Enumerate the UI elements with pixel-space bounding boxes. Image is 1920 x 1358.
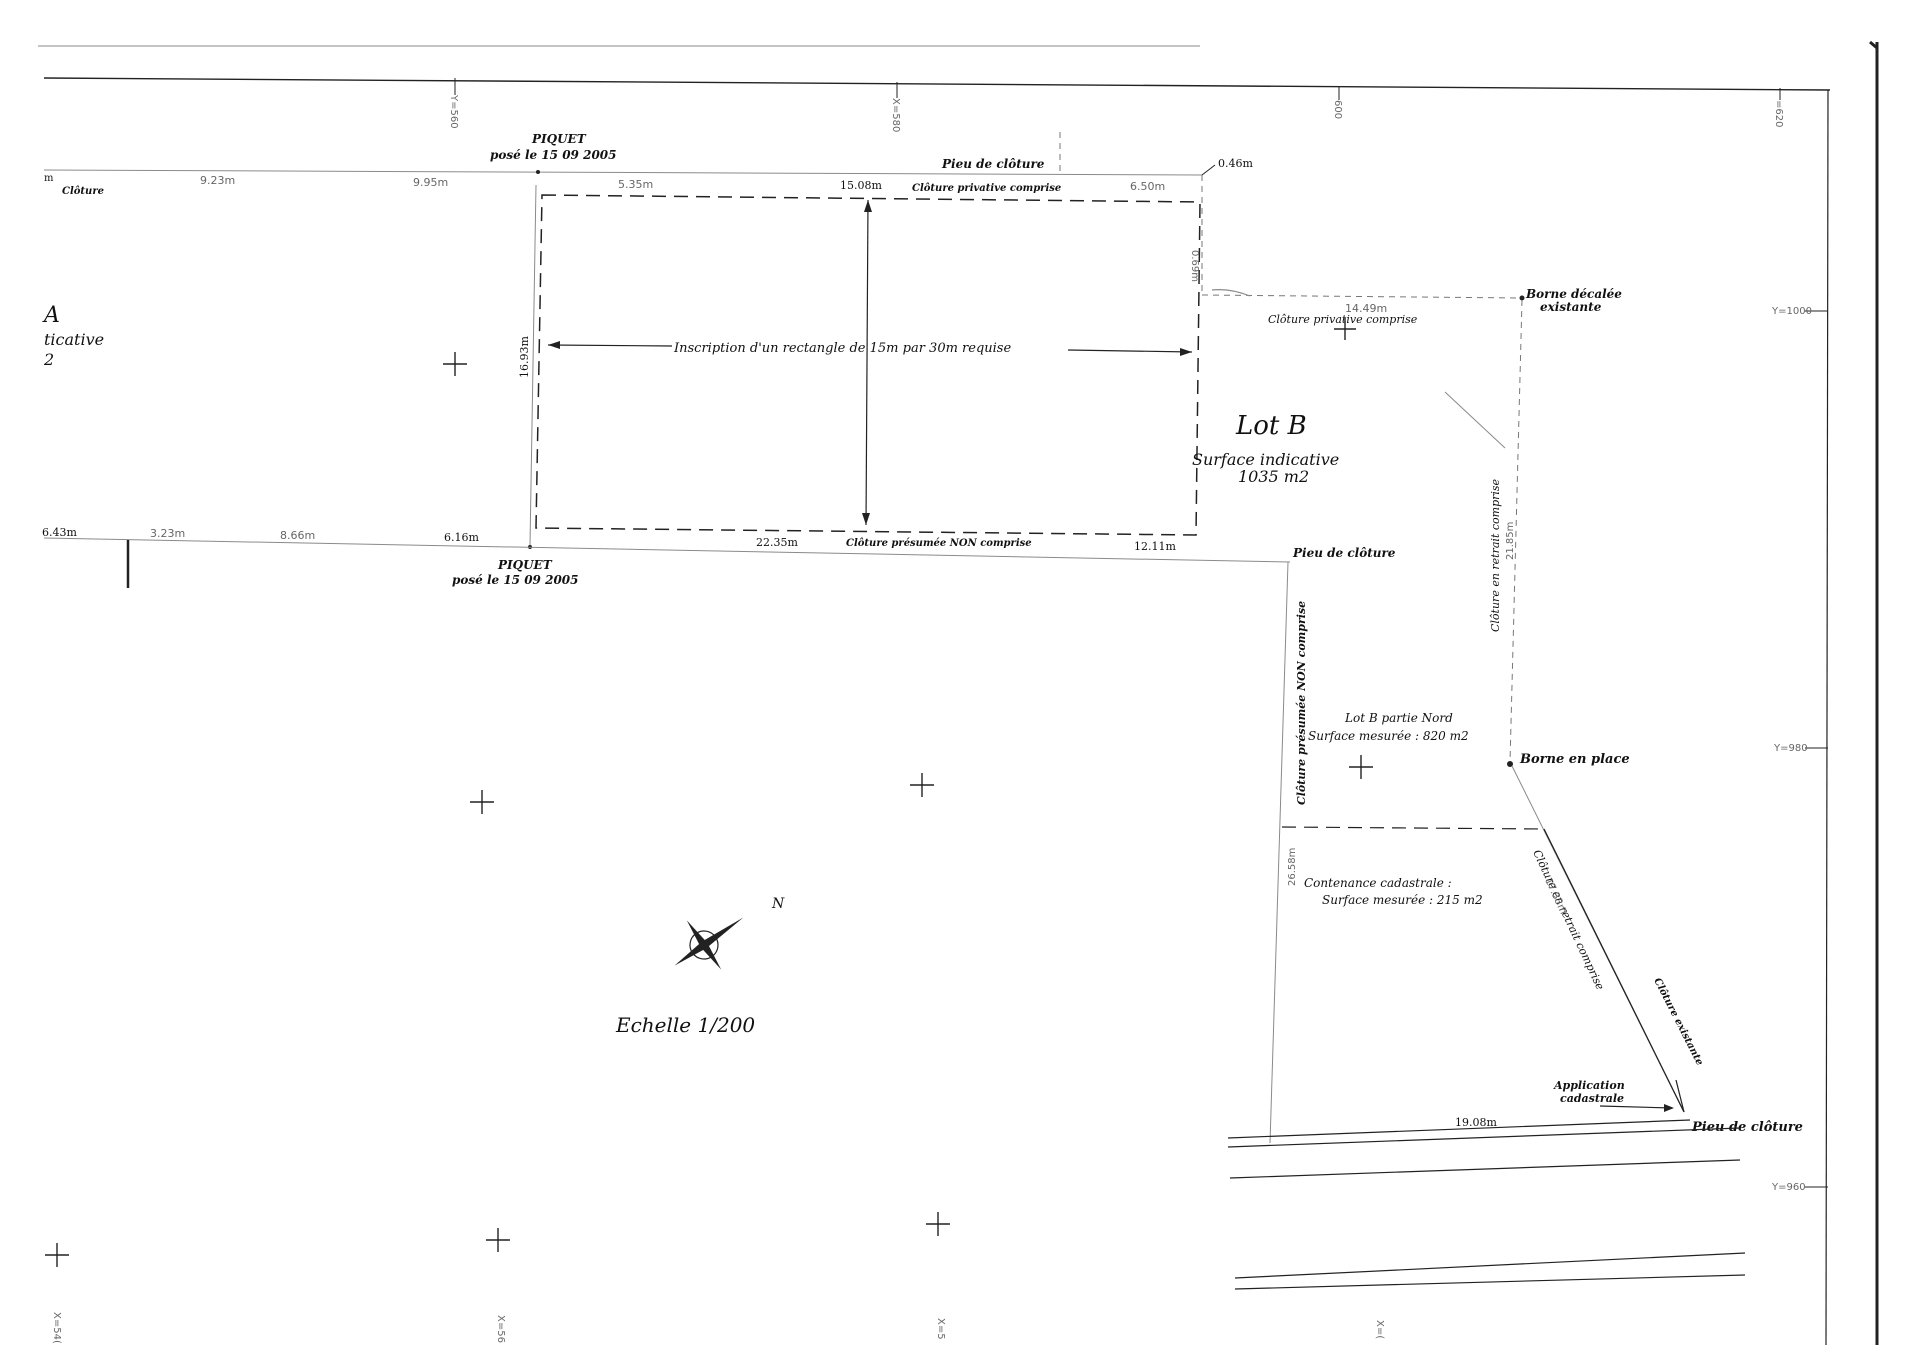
compass-north-label: N bbox=[771, 896, 785, 912]
piquet-south-date: posé le 15 09 2005 bbox=[452, 573, 579, 587]
grid-label-right-1: Y=1000 bbox=[1771, 306, 1812, 317]
west-side-line bbox=[1269, 561, 1289, 1144]
south-boundary-line bbox=[43, 537, 1291, 563]
grid-label-top-4: =620 bbox=[1773, 100, 1784, 127]
scale-label: Echelle 1/200 bbox=[615, 1013, 755, 1037]
east-step-dim-1: 0.69m bbox=[1189, 250, 1200, 282]
grid-label-bottom-3: X=5 bbox=[935, 1318, 946, 1340]
north-dim-1: 9.23m bbox=[200, 174, 235, 187]
lot-a-letter: A bbox=[42, 303, 60, 328]
east-step-cloture-label: Clôture privative comprise bbox=[1268, 313, 1418, 326]
lot-b-surface-value: 1035 m2 bbox=[1238, 467, 1309, 486]
grid-crosshairs bbox=[45, 318, 1373, 1267]
east-step-curve bbox=[1211, 289, 1251, 297]
rectangle-arrows bbox=[547, 199, 1193, 526]
south-east-retrait-lower: Clôture en retrait comprise bbox=[1530, 848, 1607, 993]
north-pieu-label: Pieu de clôture bbox=[941, 157, 1045, 171]
north-corner-dim: 0.46m bbox=[1218, 157, 1253, 170]
application-arrow bbox=[1599, 1105, 1673, 1109]
rectangle-height-dim: 16.93m bbox=[518, 336, 531, 378]
piquet-north-date: posé le 15 09 2005 bbox=[490, 148, 617, 162]
nord-title: Lot B partie Nord bbox=[1344, 711, 1453, 725]
north-dim-5: 6.50m bbox=[1130, 180, 1165, 193]
corner-dim-leader bbox=[1201, 164, 1216, 176]
lot-b-title: Lot B bbox=[1235, 411, 1307, 441]
south-dim-3: 8.66m bbox=[280, 529, 315, 542]
sheet-right-edge-tick bbox=[1869, 40, 1878, 50]
left-cloture-label: Clôture bbox=[62, 186, 104, 197]
piquet-north-title: PIQUET bbox=[531, 132, 587, 146]
south-boundary-bottom bbox=[1227, 1119, 1691, 1139]
borne-decalee-line2: existante bbox=[1540, 300, 1602, 314]
lot-a-value-fragment: 2 bbox=[43, 350, 54, 369]
cadastre-contenance: Contenance cadastrale : bbox=[1304, 876, 1452, 890]
borne-decalee-marker bbox=[1519, 295, 1525, 301]
rectangle-west-leader bbox=[529, 184, 537, 546]
south-cloture-label: Clôture présumée NON comprise bbox=[846, 538, 1032, 549]
application-line1: Application bbox=[1553, 1079, 1625, 1092]
existing-fence-line bbox=[1543, 828, 1685, 1113]
borne-en-place-label: Borne en place bbox=[1519, 752, 1630, 767]
east-side-upper-line bbox=[1509, 299, 1523, 763]
south-dim-2: 3.23m bbox=[150, 527, 185, 540]
rectangle-requirement: Inscription d'un rectangle de 15m par 30… bbox=[673, 341, 1011, 356]
north-cloture-label: Clôture privative comprise bbox=[912, 183, 1061, 194]
piquet-north-marker bbox=[536, 170, 540, 174]
grid-label-top-1: Y=560 bbox=[448, 94, 459, 129]
north-dim-3: 5.35m bbox=[618, 178, 653, 191]
nord-surface: Surface mesurée : 820 m2 bbox=[1308, 729, 1469, 743]
west-dim: 26.58m bbox=[1287, 848, 1298, 886]
grid-label-top-2: X=580 bbox=[890, 98, 901, 132]
grid-label-right-2: Y=980 bbox=[1773, 743, 1808, 754]
south-dim-6: 12.11m bbox=[1134, 540, 1176, 553]
south-dim-1: 6.43m bbox=[42, 526, 77, 539]
grid-label-bottom-1: X=54( bbox=[51, 1312, 62, 1344]
frame-top-border bbox=[43, 77, 1831, 91]
road-line-3 bbox=[1234, 1252, 1746, 1279]
piquet-south-title: PIQUET bbox=[497, 558, 553, 572]
required-rectangle bbox=[535, 194, 1201, 536]
north-dim-4: 15.08m bbox=[840, 179, 882, 192]
north-boundary-line bbox=[43, 169, 1203, 176]
south-pieu-label: Pieu de clôture bbox=[1292, 546, 1396, 560]
grid-label-bottom-4: X=( bbox=[1374, 1320, 1385, 1339]
south-dim-5: 22.35m bbox=[756, 536, 798, 549]
frame-right-border bbox=[1825, 89, 1829, 1346]
north-dim-2: 9.95m bbox=[413, 176, 448, 189]
east-step-dim-2: 14.49m bbox=[1345, 302, 1387, 315]
borne-decalee-line1: Borne décalée bbox=[1525, 287, 1622, 301]
east-retrait-upper: Clôture en retrait comprise bbox=[1489, 478, 1502, 632]
lot-b-surface-label: Surface indicative bbox=[1192, 450, 1339, 469]
east-dim-upper: 21.85m bbox=[1505, 522, 1516, 560]
road-line-4 bbox=[1234, 1274, 1746, 1290]
borne-en-place-marker bbox=[1507, 761, 1513, 767]
road-line-1 bbox=[1227, 1127, 1741, 1148]
left-cloture-m: m bbox=[44, 173, 54, 184]
nord-division-line bbox=[1281, 826, 1545, 830]
south-east-pieu: Pieu de clôture bbox=[1691, 1120, 1803, 1135]
south-east-bottom-dim: 19.08m bbox=[1455, 1116, 1497, 1129]
application-arrowhead bbox=[1664, 1104, 1674, 1112]
grid-ticks bbox=[454, 78, 1828, 1188]
grid-label-bottom-2: X=56 bbox=[495, 1315, 506, 1343]
lot-a-label-fragment: ticative bbox=[44, 330, 104, 349]
road-line-2 bbox=[1229, 1159, 1741, 1179]
grid-label-right-3: Y=960 bbox=[1771, 1182, 1806, 1193]
south-dim-4: 6.16m bbox=[444, 531, 479, 544]
grid-label-top-3: 600 bbox=[1332, 100, 1343, 119]
east-step-horizontal bbox=[1201, 294, 1523, 299]
cadastre-surface: Surface mesurée : 215 m2 bbox=[1322, 893, 1483, 907]
compass-rose bbox=[674, 917, 744, 970]
existing-fence-hook bbox=[1675, 1079, 1685, 1113]
east-side-upper-leader bbox=[1444, 391, 1506, 449]
south-east-cloture-existante: Clôture existante bbox=[1651, 976, 1705, 1067]
west-cloture-label: Clôture présumée NON comprise bbox=[1295, 601, 1308, 805]
application-line2: cadastrale bbox=[1560, 1092, 1624, 1105]
